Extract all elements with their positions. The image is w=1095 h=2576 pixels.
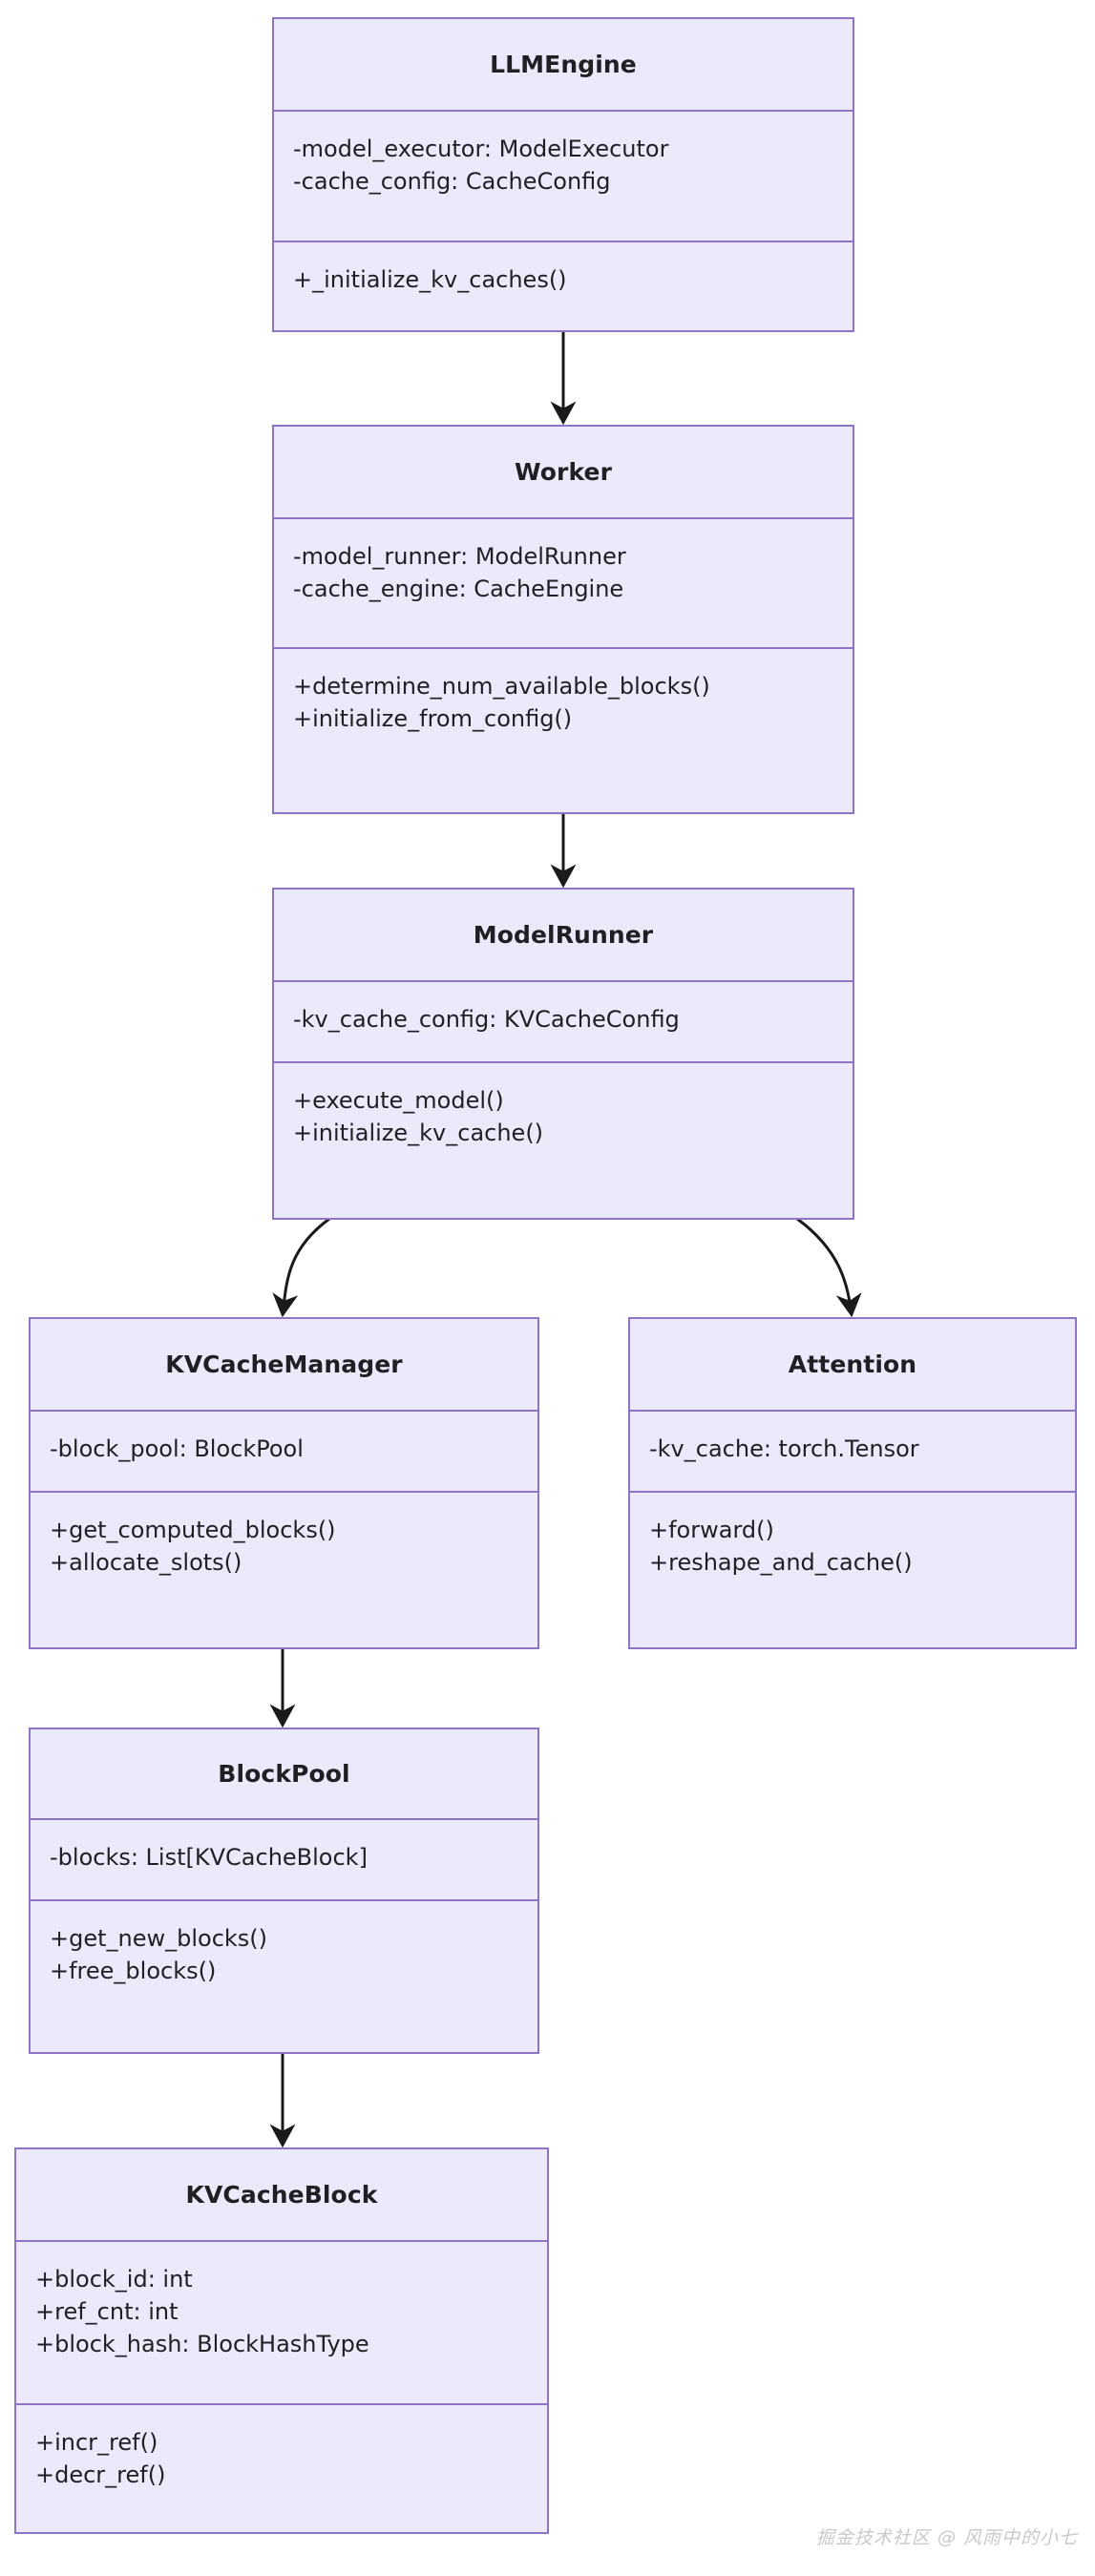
class-method: +_initialize_kv_caches() bbox=[293, 266, 567, 293]
class-methods-section: +get_new_blocks() +free_blocks() bbox=[31, 1901, 537, 2006]
class-attributes-section: +block_id: int +ref_cnt: int +block_hash… bbox=[16, 2242, 547, 2405]
class-attributes-section: -model_executor: ModelExecutor -cache_co… bbox=[274, 112, 853, 242]
class-method: +allocate_slots() bbox=[50, 1549, 242, 1577]
edge-modelrunner-attention bbox=[796, 1217, 862, 1318]
class-attributes-section: -blocks: List[KVCacheBlock] bbox=[31, 1820, 537, 1901]
class-method: +execute_model() bbox=[293, 1087, 504, 1114]
watermark-text: 掘金技术社区 @ 风雨中的小七 bbox=[815, 2527, 1078, 2548]
class-attributes-section: -model_runner: ModelRunner -cache_engine… bbox=[274, 519, 853, 649]
class-name: KVCacheBlock bbox=[185, 2181, 378, 2209]
class-node-modelrunner[interactable]: ModelRunner -kv_cache_config: KVCacheCon… bbox=[272, 888, 854, 1220]
class-node-worker[interactable]: Worker -model_runner: ModelRunner -cache… bbox=[272, 425, 854, 814]
class-title-row: ModelRunner bbox=[274, 890, 853, 982]
class-methods-section: +determine_num_available_blocks() +initi… bbox=[274, 649, 853, 754]
class-attribute: +block_hash: BlockHashType bbox=[35, 2331, 369, 2358]
class-method: +initialize_kv_cache() bbox=[293, 1120, 544, 1147]
class-method: +initialize_from_config() bbox=[293, 705, 573, 733]
class-name: Attention bbox=[788, 1351, 917, 1378]
class-method: +reshape_and_cache() bbox=[649, 1549, 913, 1577]
class-node-llmengine[interactable]: LLMEngine -model_executor: ModelExecutor… bbox=[272, 17, 854, 332]
class-method: +get_new_blocks() bbox=[50, 1925, 268, 1952]
class-method: +incr_ref() bbox=[35, 2429, 158, 2456]
class-attribute: -blocks: List[KVCacheBlock] bbox=[50, 1844, 368, 1871]
class-attributes-section: -kv_cache: torch.Tensor bbox=[630, 1412, 1075, 1493]
class-name: Worker bbox=[514, 458, 613, 486]
class-method: +forward() bbox=[649, 1517, 774, 1543]
class-name: LLMEngine bbox=[490, 51, 637, 78]
class-title-row: Worker bbox=[274, 427, 853, 519]
class-title-row: KVCacheManager bbox=[31, 1319, 537, 1412]
class-attribute: -kv_cache_config: KVCacheConfig bbox=[293, 1006, 680, 1033]
class-attribute: -kv_cache: torch.Tensor bbox=[649, 1435, 919, 1462]
class-attributes-section: -block_pool: BlockPool bbox=[31, 1412, 537, 1493]
class-attribute: -cache_config: CacheConfig bbox=[293, 168, 611, 196]
class-method: +free_blocks() bbox=[50, 1958, 217, 1985]
class-name: BlockPool bbox=[218, 1760, 350, 1788]
edge-modelrunner-kvcachemanager bbox=[272, 1217, 330, 1318]
class-attribute: -block_pool: BlockPool bbox=[50, 1435, 304, 1462]
class-methods-section: +execute_model() +initialize_kv_cache() bbox=[274, 1063, 853, 1168]
class-node-kvcachemanager[interactable]: KVCacheManager -block_pool: BlockPool +g… bbox=[29, 1317, 539, 1649]
class-method: +determine_num_available_blocks() bbox=[293, 673, 710, 700]
class-attribute: -cache_engine: CacheEngine bbox=[293, 576, 624, 603]
class-attributes-section: -kv_cache_config: KVCacheConfig bbox=[274, 982, 853, 1063]
class-attribute: -model_runner: ModelRunner bbox=[293, 543, 626, 570]
class-name: KVCacheManager bbox=[165, 1351, 403, 1378]
class-node-kvcacheblock[interactable]: KVCacheBlock +block_id: int +ref_cnt: in… bbox=[14, 2147, 549, 2534]
class-method: +get_computed_blocks() bbox=[50, 1517, 336, 1543]
class-methods-section: +incr_ref() +decr_ref() bbox=[16, 2405, 547, 2510]
class-title-row: Attention bbox=[630, 1319, 1075, 1412]
class-methods-section: +forward() +reshape_and_cache() bbox=[630, 1493, 1075, 1598]
class-name: ModelRunner bbox=[473, 921, 654, 949]
class-method: +decr_ref() bbox=[35, 2461, 166, 2489]
class-node-blockpool[interactable]: BlockPool -blocks: List[KVCacheBlock] +g… bbox=[29, 1728, 539, 2054]
class-title-row: KVCacheBlock bbox=[16, 2149, 547, 2242]
class-attribute: -model_executor: ModelExecutor bbox=[293, 136, 669, 162]
class-node-attention[interactable]: Attention -kv_cache: torch.Tensor +forwa… bbox=[628, 1317, 1077, 1649]
class-title-row: BlockPool bbox=[31, 1729, 537, 1820]
class-attribute: +block_id: int bbox=[35, 2266, 193, 2293]
class-title-row: LLMEngine bbox=[274, 19, 853, 112]
class-methods-section: +get_computed_blocks() +allocate_slots() bbox=[31, 1493, 537, 1598]
class-methods-section: +_initialize_kv_caches() bbox=[274, 242, 853, 315]
class-attribute: +ref_cnt: int bbox=[35, 2298, 179, 2326]
